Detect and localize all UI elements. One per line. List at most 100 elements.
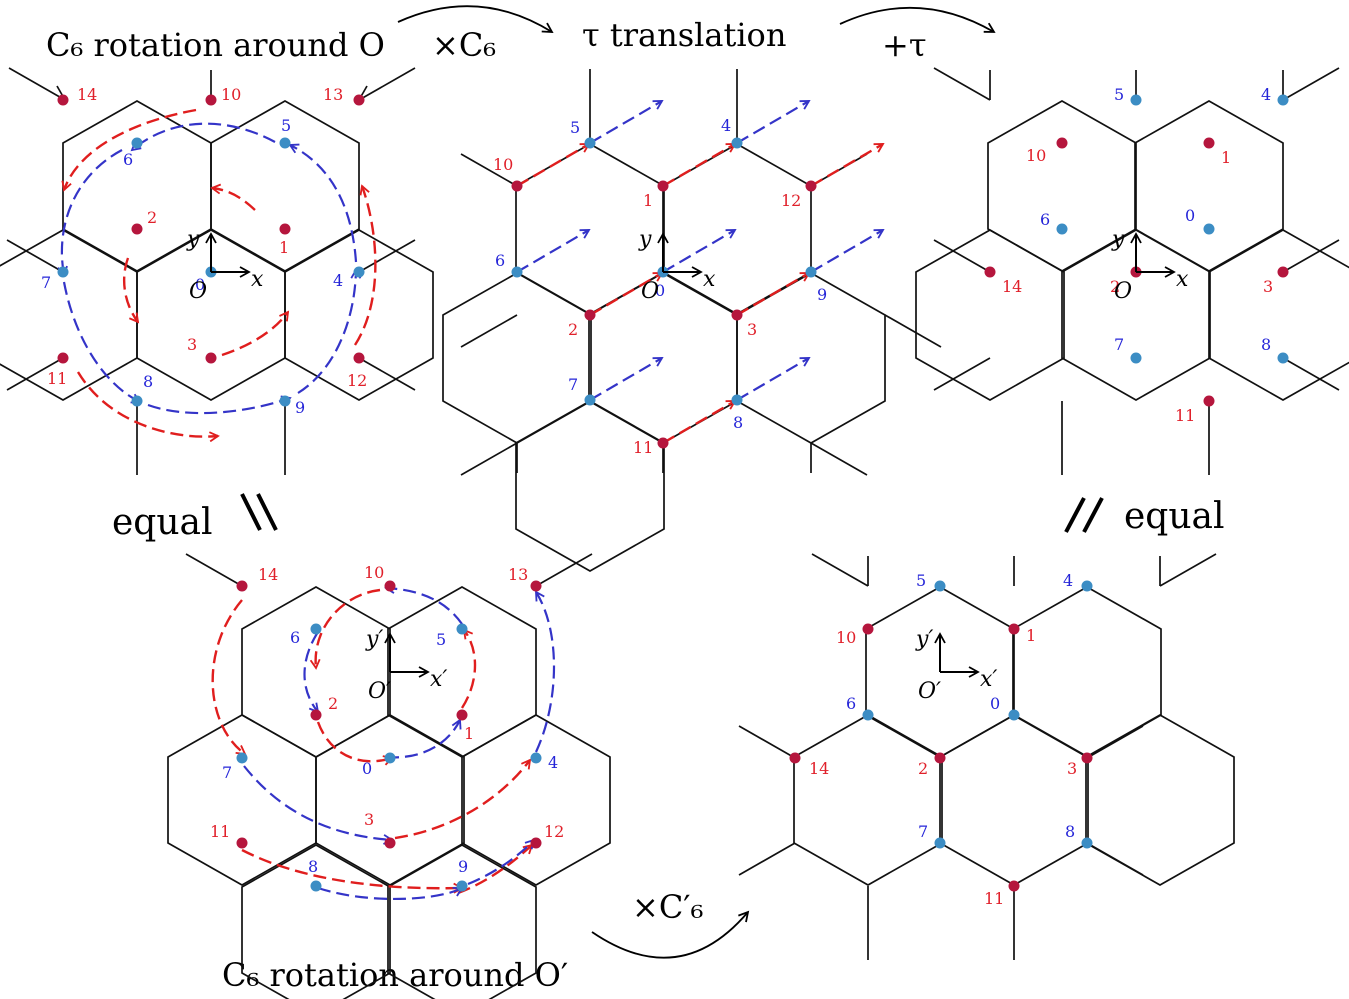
site-label: 11 <box>210 822 230 841</box>
site-label: 10 <box>493 155 513 174</box>
hex-cell <box>167 714 317 886</box>
bond <box>535 553 593 587</box>
site-label: 14 <box>77 85 97 104</box>
axes: x′y′O′ <box>915 627 997 704</box>
lattice-site <box>1203 137 1215 149</box>
lattice-site <box>279 137 291 149</box>
bond <box>1159 553 1217 587</box>
lattice-site <box>57 266 69 278</box>
lattice-site <box>1081 837 1093 849</box>
y-axis-label: y <box>1111 227 1125 252</box>
rotation-arrow <box>290 145 358 263</box>
lattice-site <box>205 94 217 106</box>
rotation-arrow <box>316 588 381 668</box>
op-tau-arrow <box>839 6 996 33</box>
lattice-site <box>1203 223 1215 235</box>
site-label: 1 <box>643 191 653 210</box>
title-c6-rotation-o-prime: C₆ rotation around O′ <box>222 956 568 994</box>
lattice-site <box>1130 352 1142 364</box>
site-label: 8 <box>1065 822 1075 841</box>
bond <box>1282 239 1340 273</box>
site-label: 2 <box>918 759 928 778</box>
site-label: 8 <box>1261 335 1271 354</box>
lattice-site <box>384 837 396 849</box>
site-label: 11 <box>1175 406 1195 425</box>
site-label: 6 <box>846 694 856 713</box>
bond <box>933 67 991 101</box>
hex-cell <box>793 714 943 886</box>
op-c6-label: ×C₆ <box>432 26 496 64</box>
translation-arrow <box>810 230 883 273</box>
hex-cell <box>515 400 665 572</box>
lattice-site <box>862 623 874 635</box>
lattice-site <box>584 309 596 321</box>
bond <box>884 314 942 348</box>
rotation-arrow <box>243 765 392 840</box>
site-label: 5 <box>570 118 580 137</box>
lattice-site <box>1081 580 1093 592</box>
site-label: 11 <box>47 369 67 388</box>
op-c6-prime-arrow <box>591 910 750 959</box>
x-axis-label: x′ <box>980 667 997 692</box>
y-axis-label: y <box>638 227 652 252</box>
lattice-site <box>1081 752 1093 764</box>
rotation-arrow <box>221 312 288 357</box>
lattice-site <box>530 580 542 592</box>
title-tau-translation: τ translation <box>582 16 786 54</box>
site-label: 9 <box>817 285 827 304</box>
site-label: 1 <box>1221 148 1231 167</box>
rotation-arrow <box>297 270 356 394</box>
hex-cell <box>315 714 465 886</box>
lattice-site <box>934 752 946 764</box>
bond <box>1282 67 1340 101</box>
op-c6-prime-label: ×C′₆ <box>632 888 703 926</box>
lattice-site <box>456 623 468 635</box>
lattice-site <box>1056 137 1068 149</box>
site-label: 2 <box>328 694 338 713</box>
title-c6-rotation-o: C₆ rotation around O <box>46 26 385 64</box>
lattice-site <box>131 137 143 149</box>
bond <box>810 442 868 476</box>
lattice-site <box>934 580 946 592</box>
lattice-site <box>657 437 669 449</box>
lattice-site <box>862 709 874 721</box>
lattice-site <box>1008 880 1020 892</box>
site-label: 14 <box>258 565 278 584</box>
lattice-site <box>1277 352 1289 364</box>
site-label: 9 <box>295 398 305 417</box>
site-label: 7 <box>1114 335 1124 354</box>
site-label: 0 <box>655 281 665 300</box>
lattice-site <box>384 752 396 764</box>
site-label: 8 <box>308 857 318 876</box>
equal-right-label: equal <box>1124 496 1225 537</box>
lattice-site <box>236 580 248 592</box>
site-label: 14 <box>1002 277 1022 296</box>
hex-cell <box>284 229 434 401</box>
rotation-arrow <box>122 257 138 322</box>
bond <box>460 314 518 348</box>
axes: x′y′O′ <box>365 627 447 704</box>
equal-left-label: equal <box>112 502 213 543</box>
lattice-site <box>57 352 69 364</box>
lattice-site <box>131 223 143 235</box>
lattice-site <box>236 752 248 764</box>
site-label: 11 <box>984 889 1004 908</box>
lattice-site <box>353 266 365 278</box>
lattice-site <box>1277 94 1289 106</box>
rotation-arrow <box>467 840 534 886</box>
translation-arrow <box>662 230 735 273</box>
site-label: 11 <box>633 438 653 457</box>
translation-arrow <box>516 142 589 188</box>
hex-cell <box>939 714 1089 886</box>
x-axis-label: x′ <box>430 667 447 692</box>
x-axis-label: x <box>251 267 264 292</box>
axes: xyO <box>638 227 716 304</box>
lattice-site <box>1203 395 1215 407</box>
site-label: 6 <box>1040 210 1050 229</box>
site-label: 5 <box>1114 85 1124 104</box>
lattice-site <box>1008 623 1020 635</box>
site-label: 3 <box>187 335 197 354</box>
bond <box>738 842 796 876</box>
